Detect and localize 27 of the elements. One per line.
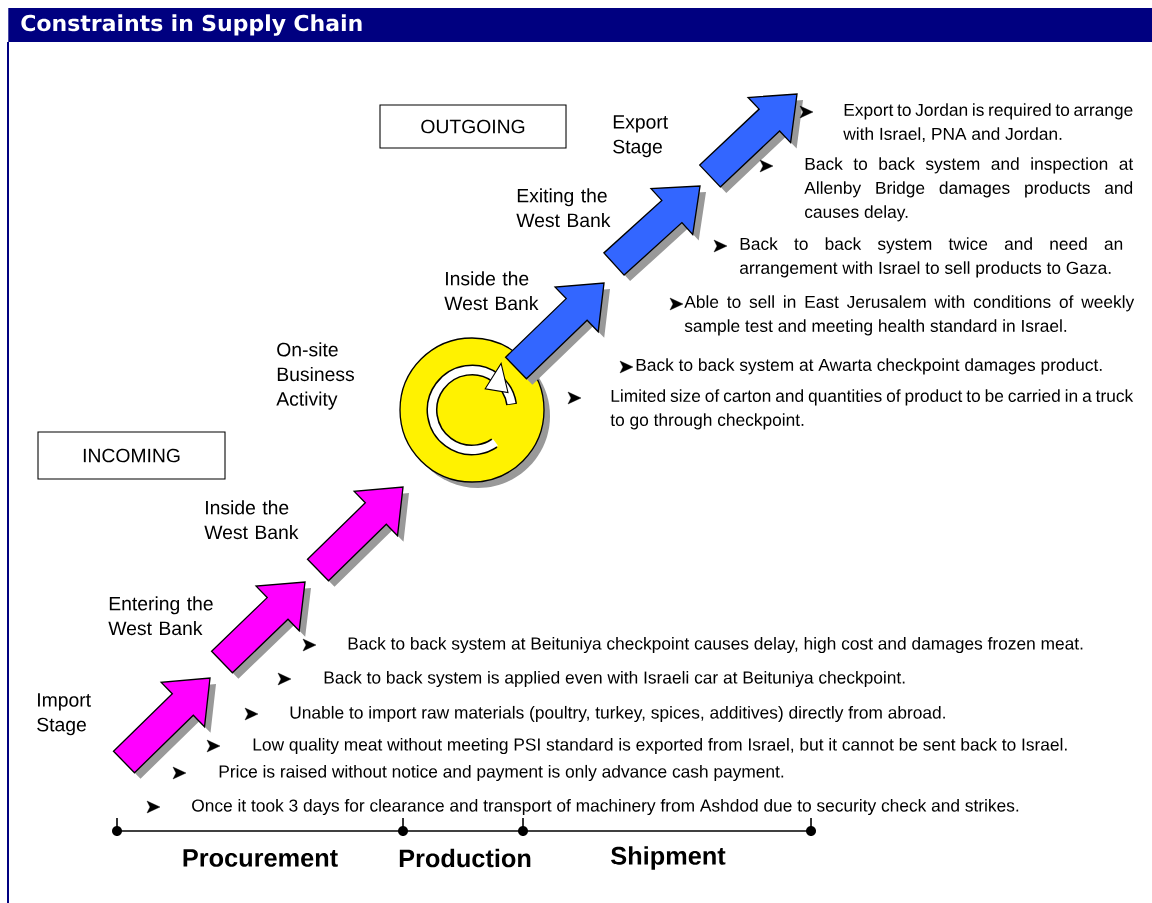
stage-label: Inside the West Bank — [204, 500, 299, 540]
phase-label: Production — [399, 848, 531, 868]
label-box: INCOMING — [37, 431, 226, 480]
constraint-text: Back to back system and inspection at Allenby Bridge damages products and causes delay. — [804, 157, 1134, 222]
phase-label: Procurement — [183, 849, 338, 867]
constraint-text: Once it took 3 days for clearance and transport of machinery from Ashdod due to security check and strikes. — [192, 798, 1019, 816]
constraint-text: Able to sell in East Jerusalem with conditions of weekly sample test and meeting health standard in Israel. — [684, 295, 1135, 336]
constraint-text: Limited size of carton and quantities of product to be carried in a truck to go through checkpoint. — [610, 389, 1134, 430]
stage-label: Entering the West Bank — [108, 596, 213, 636]
constraint-text: Low quality meat without meeting PSI standard is exported from Israel, but it cannot be sent back to Israel. — [253, 737, 1067, 755]
block-arrow — [306, 486, 409, 587]
block-arrow — [504, 282, 610, 385]
constraint-text: Unable to import raw materials (poultry, turkey, spices, additives) directly from abroad. — [290, 705, 945, 723]
stage-label: Exiting the West Bank — [516, 188, 611, 228]
constraint-text: Back to back system is applied even with Israeli car at Beituniya checkpoint. — [324, 670, 905, 688]
stage-label: On-site Business Activity — [276, 342, 354, 410]
constraint-text: Export to Jordan is required to arrange with Israel, PNA and Jordan. — [843, 103, 1133, 143]
label-box: OUTGOING — [379, 104, 567, 149]
constraint-text: Back to back system at Awarta checkpoint damages product. — [636, 358, 1102, 375]
stage-label: Inside the West Bank — [444, 271, 539, 311]
stage-label: Export Stage — [613, 115, 668, 158]
constraint-text: Back to back system at Beituniya checkpoint causes delay, high cost and damages frozen meat. — [348, 636, 1083, 654]
stage-label: Import Stage — [37, 693, 91, 736]
title-bar: Constraints in Supply Chain — [8, 8, 1152, 42]
constraint-text: Price is raised without notice and payment is only advance cash payment. — [219, 764, 784, 782]
constraint-text: Back to back system twice and need an arrangement with Israel to sell products to Gaza. — [740, 237, 1123, 278]
phase-label: Shipment — [611, 846, 726, 870]
